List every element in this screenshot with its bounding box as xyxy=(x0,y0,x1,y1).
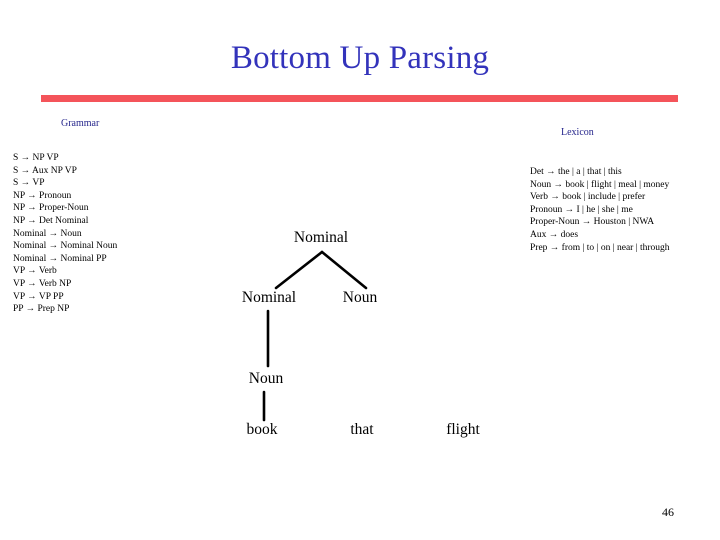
grammar-rule: NP → Pronoun xyxy=(13,190,72,201)
tree-word-flight: flight xyxy=(446,421,480,438)
tree-word-book: book xyxy=(246,421,278,438)
lexicon-caption: Lexicon xyxy=(561,127,594,138)
grammar-rule: Nominal → Nominal Noun xyxy=(13,241,118,252)
title-divider xyxy=(41,95,678,102)
grammar-rule: Nominal → Noun xyxy=(13,228,82,239)
lexicon-rule: Pronoun → I | he | she | me xyxy=(530,204,633,215)
tree-edge-nominal-to-noun xyxy=(320,250,368,290)
lexicon-rule: Det → the | a | that | this xyxy=(530,167,622,177)
grammar-rule: S → VP xyxy=(13,178,45,189)
tree-node-nominal-root: Nominal xyxy=(293,229,349,246)
tree-node-noun-lower: Noun xyxy=(248,370,284,387)
grammar-rule: VP → Verb NP xyxy=(13,278,72,289)
grammar-rule: NP → Proper-Noun xyxy=(13,203,89,214)
lexicon-rule: Verb → book | include | prefer xyxy=(530,192,646,203)
grammar-rule: NP → Det Nominal xyxy=(13,215,89,226)
grammar-rule: S → Aux NP VP xyxy=(13,165,77,176)
grammar-rule: S → NP VP xyxy=(13,153,59,163)
page-title: Bottom Up Parsing xyxy=(230,40,490,76)
grammar-rule-list: S → NP VP S → Aux NP VP S → VP NP → Pron… xyxy=(13,152,117,316)
tree-word-that: that xyxy=(350,421,374,438)
lexicon-rule: Proper-Noun → Houston | NWA xyxy=(530,217,655,228)
grammar-caption: Grammar xyxy=(61,118,100,129)
tree-node-noun-right: Noun xyxy=(342,289,378,306)
grammar-rule: VP → VP PP xyxy=(13,291,64,302)
lexicon-rule-list: Det → the | a | that | this Noun → book … xyxy=(530,166,670,254)
grammar-rule: Nominal → Nominal PP xyxy=(13,253,107,264)
grammar-rule: VP → Verb xyxy=(13,266,57,277)
lexicon-rule: Aux → does xyxy=(530,229,579,240)
slide-number: 46 xyxy=(662,505,674,519)
tree-node-nominal-child: Nominal xyxy=(241,289,297,306)
lexicon-rule: Prep → from | to | on | near | through xyxy=(530,242,670,253)
grammar-rule: PP → Prep NP xyxy=(13,304,70,315)
tree-edge-nominal-to-nominal xyxy=(274,250,324,290)
lexicon-rule: Noun → book | flight | meal | money xyxy=(530,179,670,190)
